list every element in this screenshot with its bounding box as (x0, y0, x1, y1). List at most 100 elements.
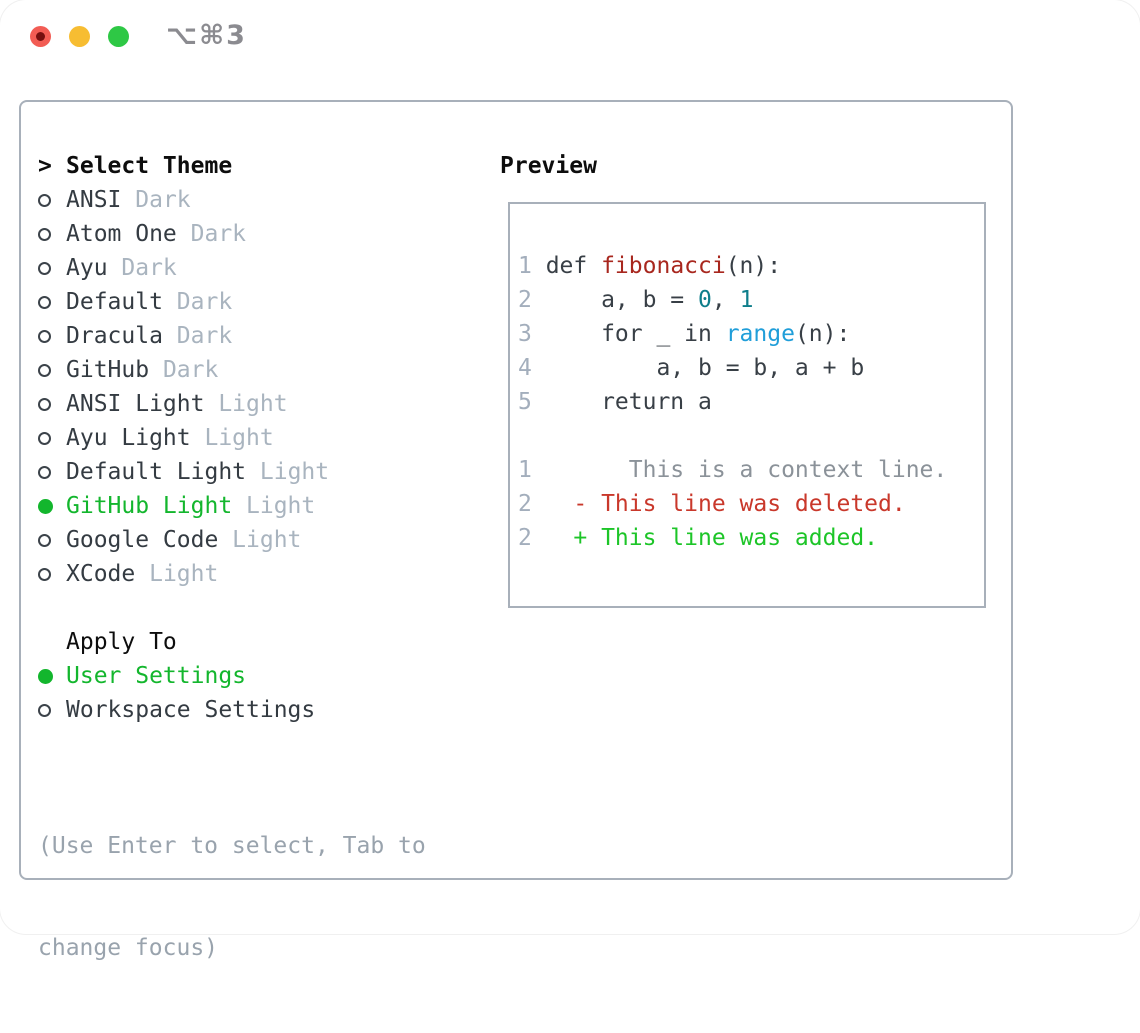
theme-option-label: Dracula (66, 323, 177, 349)
radio-selected-icon (38, 669, 53, 684)
theme-option-github-light[interactable]: GitHub Light Light (38, 489, 426, 523)
hint-line-2: change focus) (38, 935, 219, 961)
apply-to-header: Apply To (38, 625, 426, 659)
theme-variant-tag: Light (149, 561, 219, 587)
radio-icon (38, 228, 51, 241)
theme-option-ansi-light[interactable]: ANSI Light Light (38, 387, 426, 421)
theme-option-label: Ayu Light (66, 425, 205, 451)
theme-option-label: Google Code (66, 527, 233, 553)
theme-variant-tag: Light (232, 527, 302, 553)
close-button[interactable] (30, 26, 51, 47)
radio-icon (38, 364, 51, 377)
token-context: This is a context line. (545, 457, 948, 483)
preview-line: 4 a, b = b, a + b (518, 351, 978, 385)
theme-option-xcode[interactable]: XCode Light (38, 557, 426, 591)
token-number: 1 (739, 287, 754, 313)
token-code: def (545, 253, 602, 279)
theme-option-label: ANSI (66, 187, 136, 213)
line-number: 2 (518, 491, 532, 517)
radio-icon (38, 194, 51, 207)
close-dot-icon (36, 32, 45, 41)
radio-icon (38, 398, 51, 411)
theme-variant-tag: Dark (121, 255, 177, 281)
radio-icon (38, 568, 51, 581)
select-theme-header: > Select Theme (38, 149, 426, 183)
preview-line: 5 return a (518, 385, 978, 419)
theme-variant-tag: Light (218, 391, 288, 417)
theme-variant-tag: Dark (176, 323, 233, 349)
theme-variant-tag: Dark (176, 289, 233, 315)
theme-option-default[interactable]: Default Dark (38, 285, 426, 319)
theme-option-ayu[interactable]: Ayu Dark (38, 251, 426, 285)
token-code: return a (545, 389, 712, 415)
token-number: 0 (698, 287, 712, 313)
token-code: (n): (794, 321, 851, 347)
spacer (38, 591, 426, 625)
theme-option-dracula[interactable]: Dracula Dark (38, 319, 426, 353)
radio-icon (38, 704, 51, 717)
token-code: a, b = (545, 287, 699, 313)
theme-variant-tag: Light (204, 425, 274, 451)
token-code: for _ in (545, 321, 726, 347)
theme-variant-tag: Light (259, 459, 330, 485)
hint-line-1: (Use Enter to select, Tab to (38, 833, 426, 859)
apply-option-label: Workspace Settings (66, 697, 316, 723)
radio-icon (38, 296, 51, 309)
window-title-shortcut: ⌥⌘3 (166, 20, 247, 51)
theme-option-github[interactable]: GitHub Dark (38, 353, 426, 387)
theme-option-label: XCode (66, 561, 150, 587)
theme-variant-tag: Dark (190, 221, 247, 247)
radio-icon (38, 466, 51, 479)
preview-line: 2 - This line was deleted. (518, 487, 978, 521)
preview-line: 3 for _ in range(n): (518, 317, 978, 351)
zoom-button[interactable] (108, 26, 129, 47)
theme-variant-tag: Light (246, 493, 316, 519)
line-number: 5 (518, 389, 532, 415)
theme-option-google-code[interactable]: Google Code Light (38, 523, 426, 557)
radio-icon (38, 534, 51, 547)
token-code: , (711, 287, 740, 313)
preview-title: Preview (500, 153, 597, 179)
theme-option-default-light[interactable]: Default Light Light (38, 455, 426, 489)
token-deleted: - This line was deleted. (545, 491, 906, 517)
apply-option-user-settings[interactable]: User Settings (38, 659, 426, 693)
line-number: 1 (518, 457, 532, 483)
apply-option-workspace-settings[interactable]: Workspace Settings (38, 693, 426, 727)
line-number: 2 (518, 287, 532, 313)
line-number: 1 (518, 253, 532, 279)
radio-icon (38, 262, 51, 275)
preview-line: 2 a, b = 0, 1 (518, 283, 978, 317)
radio-selected-icon (38, 499, 53, 514)
token-added: + This line was added. (545, 525, 879, 551)
radio-icon (38, 432, 51, 445)
select-theme-title: Select Theme (66, 153, 233, 179)
apply-to-title: Apply To (66, 629, 177, 655)
line-number: 4 (518, 355, 532, 381)
theme-option-label: GitHub Light (66, 493, 247, 519)
theme-option-label: Default Light (66, 459, 260, 485)
theme-option-label: GitHub (66, 357, 163, 383)
theme-option-label: Default (66, 289, 177, 315)
theme-option-ayu-light[interactable]: Ayu Light Light (38, 421, 426, 455)
token-code: (n): (725, 253, 782, 279)
radio-icon (38, 330, 51, 343)
token-code: a, b = b, a + b (545, 355, 865, 381)
theme-option-label: Ayu (66, 255, 122, 281)
apply-option-label: User Settings (66, 663, 247, 689)
prompt-caret-icon: > (38, 153, 52, 179)
theme-variant-tag: Dark (162, 357, 219, 383)
line-number: 2 (518, 525, 532, 551)
theme-option-atom-one[interactable]: Atom One Dark (38, 217, 426, 251)
preview-blank-line (518, 419, 978, 453)
theme-variant-tag: Dark (135, 187, 191, 213)
theme-option-ansi[interactable]: ANSI Dark (38, 183, 426, 217)
minimize-button[interactable] (69, 26, 90, 47)
spacer (38, 727, 426, 761)
